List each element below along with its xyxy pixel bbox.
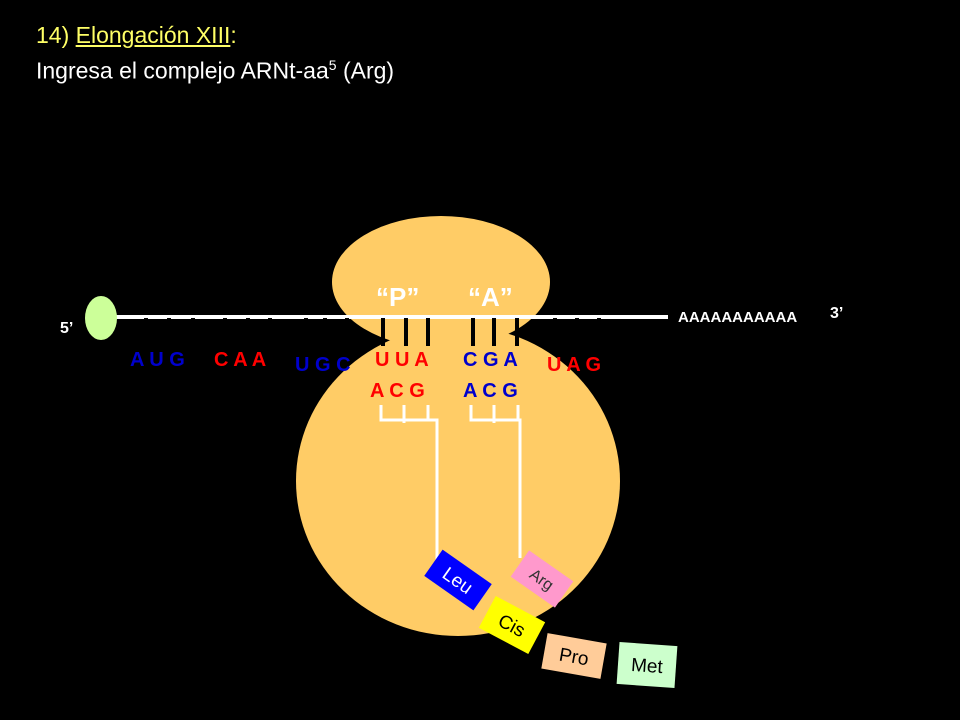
svg-text:Pro: Pro — [557, 645, 590, 671]
trna-leu-body — [379, 405, 439, 567]
title-heading: Elongación XIII — [75, 22, 231, 48]
codon-ticks — [144, 318, 601, 346]
codon: U A G — [547, 354, 601, 376]
amino-acid-arg: Arg — [510, 550, 574, 608]
title-superscript: 5 — [328, 57, 337, 73]
anticodon: A C G — [463, 380, 518, 402]
codon: U G C — [295, 354, 351, 376]
five-prime-label: 5’ — [60, 320, 73, 337]
title-colon: : — [230, 22, 237, 48]
codon: C G A — [463, 349, 518, 371]
slide-title: 14) Elongación XIII: Ingresa el complejo… — [36, 20, 394, 86]
title-line2-text: Ingresa el complejo ARNt-aa — [36, 57, 329, 84]
title-number: 14) — [36, 22, 70, 48]
amino-acid-cis: Cis — [478, 595, 546, 655]
mrna-5-cap — [85, 296, 117, 340]
trna-arg-body — [469, 405, 522, 558]
codon: U U A — [375, 349, 429, 371]
codon: C A A — [214, 349, 266, 371]
a-site-label: “A” — [468, 282, 513, 312]
title-line2-tail: (Arg) — [336, 57, 395, 84]
svg-text:Met: Met — [630, 655, 664, 678]
title-line-2: Ingresa el complejo ARNt-aa5 (Arg) — [36, 50, 394, 86]
title-line-1: 14) Elongación XIII: — [36, 20, 394, 50]
amino-acid-pro: Pro — [541, 633, 607, 679]
three-prime-label: 3’ — [830, 305, 843, 322]
anticodon: A C G — [370, 380, 425, 402]
codon: A U G — [130, 349, 185, 371]
poly-a-tail: AAAAAAAAAAA — [678, 309, 797, 326]
p-site-label: “P” — [376, 282, 419, 312]
amino-acid-met: Met — [616, 642, 678, 688]
